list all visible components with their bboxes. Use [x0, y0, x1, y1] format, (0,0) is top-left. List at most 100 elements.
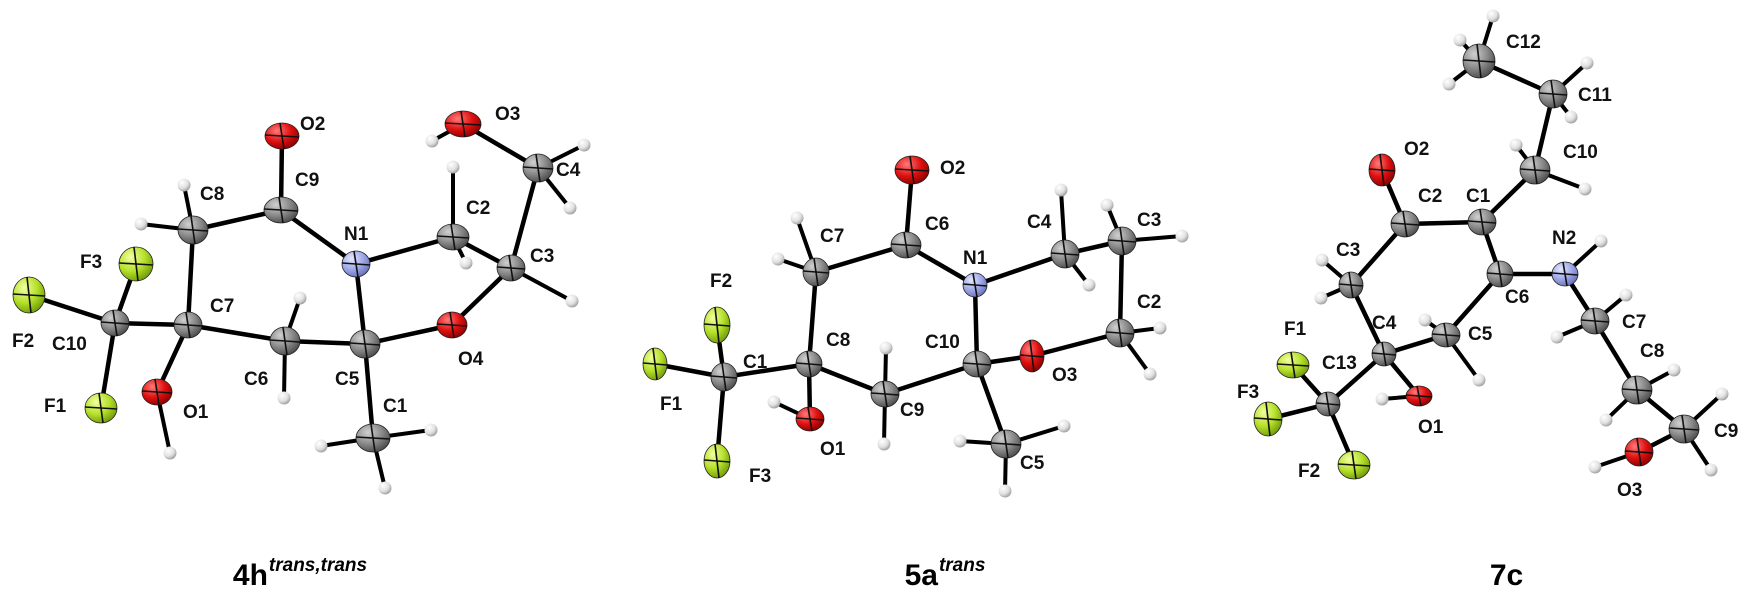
atom-O1: [141, 378, 173, 406]
hydrogen-atom: [1175, 229, 1189, 243]
atom-O2: [1368, 153, 1396, 187]
hydrogen-atom: [1375, 392, 1389, 406]
hydrogen-atom: [1082, 278, 1096, 292]
atom-O1: [1405, 385, 1433, 407]
compound-label-4h: 4htrans,trans: [233, 556, 367, 591]
compound-label-main: 4h: [232, 559, 268, 592]
atom-label-C9: C9: [1714, 421, 1738, 442]
hydrogen-atom: [134, 217, 148, 231]
atom-C8: [795, 350, 823, 378]
atom-C11: [1538, 79, 1568, 109]
hydrogen-atom: [277, 391, 291, 405]
hydrogen-atom: [1057, 419, 1071, 433]
atom-C7: [173, 311, 203, 339]
atom-label-O1: O1: [820, 439, 846, 460]
atom-C4: [1050, 239, 1080, 269]
bond-C3-C4: [508, 165, 541, 271]
atom-C10: [1519, 155, 1551, 185]
atom-label-F2: F2: [12, 331, 34, 352]
atom-F3: [118, 246, 154, 282]
atom-C2: [436, 223, 470, 251]
hydrogen-atom: [879, 341, 893, 355]
atom-label-C9: C9: [900, 400, 924, 421]
hydrogen-atom: [459, 256, 473, 270]
atom-C4: [1371, 341, 1397, 367]
atom-C4: [522, 153, 554, 183]
atom-label-C1: C1: [743, 352, 768, 373]
atom-label-F2: F2: [710, 271, 732, 292]
atom-F1: [84, 392, 118, 424]
atom-label-C5: C5: [1020, 453, 1045, 474]
atom-label-O4: O4: [458, 349, 484, 370]
hydrogen-atom: [953, 434, 967, 448]
atom-label-F3: F3: [80, 252, 102, 273]
hydrogen-atom: [565, 294, 579, 308]
atom-C8: [177, 215, 209, 245]
hydrogen-atom: [1100, 198, 1114, 212]
atom-label-O3: O3: [1617, 480, 1642, 501]
atom-label-C5: C5: [1468, 324, 1493, 345]
atom-N2: [1551, 261, 1579, 287]
hydrogen-atom: [1418, 313, 1432, 327]
atom-label-C1: C1: [383, 396, 408, 417]
atom-C12: [1462, 43, 1496, 79]
atom-label-C7: C7: [210, 296, 234, 317]
hydrogen-atom: [425, 134, 439, 148]
hydrogen-atom: [1715, 387, 1729, 401]
atom-C5: [1431, 322, 1461, 348]
atom-label-C4: C4: [556, 160, 581, 181]
atom-C10: [962, 350, 992, 378]
atom-N1: [341, 250, 371, 278]
hydrogen-atom: [1594, 234, 1608, 248]
atom-label-C2: C2: [1418, 186, 1442, 207]
hydrogen-atom: [1509, 138, 1523, 152]
hydrogen-atom: [1314, 291, 1328, 305]
hydrogen-atom: [1143, 367, 1157, 381]
hydrogen-atom: [1550, 330, 1564, 344]
atom-C9: [870, 380, 900, 408]
atom-label-F3: F3: [1237, 382, 1259, 403]
atom-label-C2: C2: [1137, 292, 1161, 313]
hydrogen-atom: [1054, 183, 1068, 197]
hydrogen-atom: [877, 437, 891, 451]
bond-C4-C13: [1325, 351, 1387, 407]
hydrogen-atom: [1486, 9, 1500, 23]
atom-C6: [890, 231, 922, 259]
bond-C6-C5: [1443, 271, 1503, 338]
bond-N1-C4: [972, 251, 1068, 288]
hydrogen-atom: [1315, 253, 1329, 267]
atom-C2: [1390, 210, 1420, 238]
atom-label-C1: C1: [1466, 186, 1491, 207]
atom-C5: [990, 429, 1022, 459]
atom-F3: [1253, 401, 1283, 437]
atom-C6: [269, 326, 301, 356]
atom-O4: [436, 311, 468, 339]
compound-label-main: 7c: [1489, 559, 1524, 592]
atom-F3: [703, 443, 731, 479]
atom-C3: [1338, 271, 1364, 299]
hydrogen-atom: [790, 211, 804, 225]
atom-C1: [355, 423, 391, 453]
atom-O2: [894, 155, 930, 185]
hydrogen-atom: [771, 252, 785, 266]
atom-label-O1: O1: [1418, 417, 1444, 438]
hydrogen-atom: [563, 201, 577, 215]
hydrogen-atom: [577, 138, 591, 152]
bond-C6-C7: [185, 322, 288, 344]
hydrogen-atom: [1619, 288, 1633, 302]
hydrogen-atom: [767, 395, 781, 409]
bond-C5-C1: [362, 341, 376, 441]
hydrogen-atom: [998, 484, 1012, 498]
atom-label-O3: O3: [495, 104, 520, 125]
hydrogen-atom: [378, 481, 392, 495]
hydrogen-atom: [1442, 77, 1456, 91]
bond-C2-O3: [1029, 330, 1123, 359]
bond-C7-C8: [185, 227, 196, 328]
atom-label-C8: C8: [200, 184, 224, 205]
atom-C8: [1621, 375, 1653, 405]
atom-label-C12: C12: [1506, 32, 1541, 53]
hydrogen-atom: [1704, 463, 1718, 477]
atom-C3: [1107, 226, 1137, 256]
atom-label-N1: N1: [344, 224, 369, 245]
